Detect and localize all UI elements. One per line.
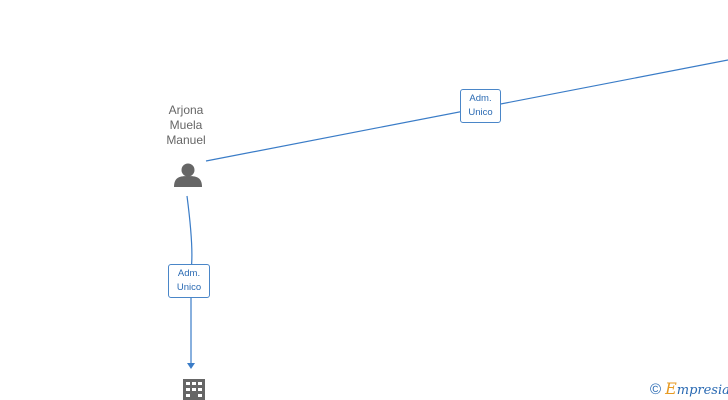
person-name[interactable]: Arjona Muela Manuel — [146, 103, 226, 148]
edge-label-adm-unico: Adm. Unico — [460, 89, 501, 123]
person-name-line: Muela — [169, 118, 203, 132]
person-name-line: Manuel — [166, 133, 206, 147]
building-icon[interactable] — [183, 379, 205, 400]
person-icon[interactable] — [174, 163, 202, 188]
arrowhead-icon — [187, 363, 195, 369]
edge-label-adm-unico: Adm. Unico — [168, 264, 210, 298]
brand-rest: mpresia — [676, 383, 728, 398]
person-name-line: Arjona — [168, 103, 204, 117]
brand-initial: E — [665, 379, 677, 398]
edge-label-line: Adm. — [469, 93, 492, 104]
edge-label-line: Unico — [468, 107, 493, 118]
empresia-watermark: ©Empresia — [650, 379, 728, 398]
edge-label-line: Adm. — [177, 268, 201, 279]
copyright-icon: © — [650, 381, 662, 398]
edge-label-line: Unico — [176, 282, 202, 293]
brand-logo: Empresia — [665, 379, 728, 398]
